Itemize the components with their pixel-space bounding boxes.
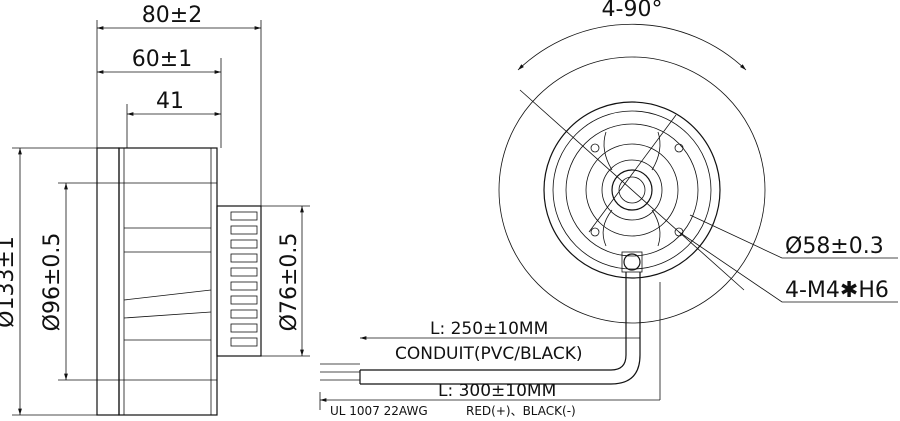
inlet-diameter-label: Ø96±0.5 — [40, 233, 65, 332]
conduit-length-label: L: 250±10MM — [430, 319, 548, 339]
wire-spec-label: UL 1007 22AWG — [330, 404, 428, 418]
lead-length-label: L: 300±10MM — [438, 381, 556, 401]
mount-holes-label: 4-M4✱H6 — [785, 278, 889, 303]
impeller-length-label: 41 — [156, 89, 184, 114]
mount-circle-label: Ø58±0.3 — [785, 234, 884, 259]
conduit-type-label: CONDUIT(PVC/BLACK) — [395, 344, 583, 364]
front-view: 4-90° Ø58±0.3 4-M4✱H6 — [498, 0, 898, 324]
hub-diameter-label: Ø76±0.5 — [277, 233, 302, 332]
body-length-label: 60±1 — [132, 47, 192, 72]
hole-angle-label: 4-90° — [602, 0, 663, 22]
cable-assembly: L: 250±10MM CONDUIT(PVC/BLACK) L: 300±10… — [319, 272, 661, 418]
polarity-label: RED(+)、BLACK(-) — [466, 404, 576, 418]
overall-length-label: 80±2 — [142, 3, 202, 28]
hub-fins — [230, 211, 258, 347]
side-view: 80±2 60±1 41 Ø133±1 Ø96±0.5 Ø76±0.5 — [0, 3, 310, 416]
outer-diameter-label: Ø133±1 — [0, 236, 19, 328]
